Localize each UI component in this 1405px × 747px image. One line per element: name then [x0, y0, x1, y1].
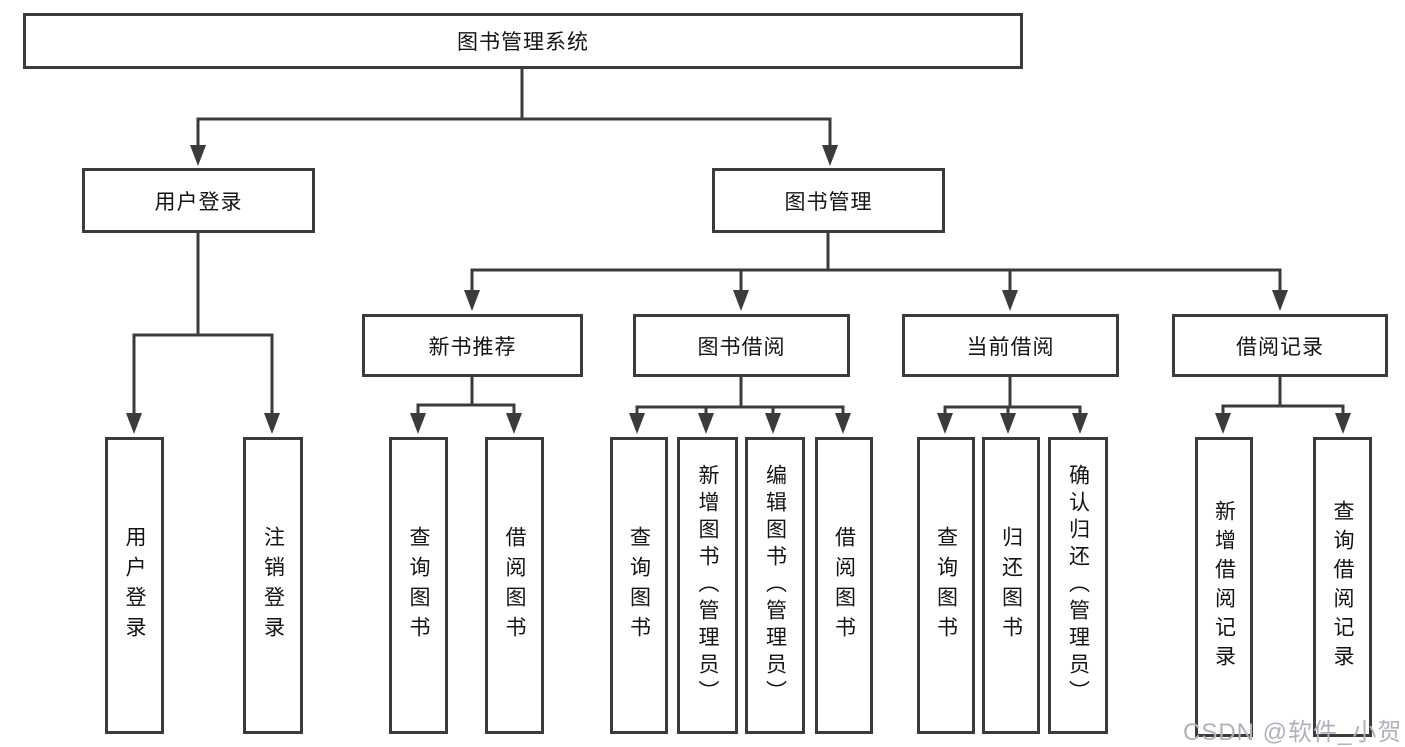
node-confirm-return-admin: 确认归还（管理员）	[1048, 437, 1108, 734]
node-add-books-admin: 新增图书（管理员）	[677, 437, 738, 734]
node-query-borrow-record: 查询借阅记录	[1313, 437, 1372, 737]
node-library-management-system: 图书管理系统	[23, 13, 1023, 69]
node-query-books-under-recommendation: 查询图书	[389, 437, 448, 734]
node-edit-books-admin: 编辑图书（管理员）	[745, 437, 805, 734]
watermark: CSDN @软件_小贺同学	[1183, 719, 1403, 746]
node-user-login-leaf: 用户登录	[105, 437, 164, 734]
node-borrowing-records: 借阅记录	[1172, 314, 1388, 377]
node-borrow-books-under-borrowing: 借阅图书	[815, 437, 873, 734]
node-query-books-under-borrowing: 查询图书	[610, 437, 668, 734]
node-new-book-recommendation: 新书推荐	[362, 314, 583, 377]
node-borrow-books-under-recommendation: 借阅图书	[485, 437, 544, 734]
node-book-borrowing: 图书借阅	[633, 314, 850, 377]
node-book-management: 图书管理	[712, 168, 945, 233]
node-logout: 注销登录	[243, 437, 303, 734]
node-query-books-under-current: 查询图书	[917, 437, 975, 734]
node-add-borrow-record: 新增借阅记录	[1195, 437, 1253, 737]
node-return-books: 归还图书	[982, 437, 1040, 734]
node-user-login: 用户登录	[82, 168, 315, 233]
node-current-borrowing: 当前借阅	[902, 314, 1119, 377]
